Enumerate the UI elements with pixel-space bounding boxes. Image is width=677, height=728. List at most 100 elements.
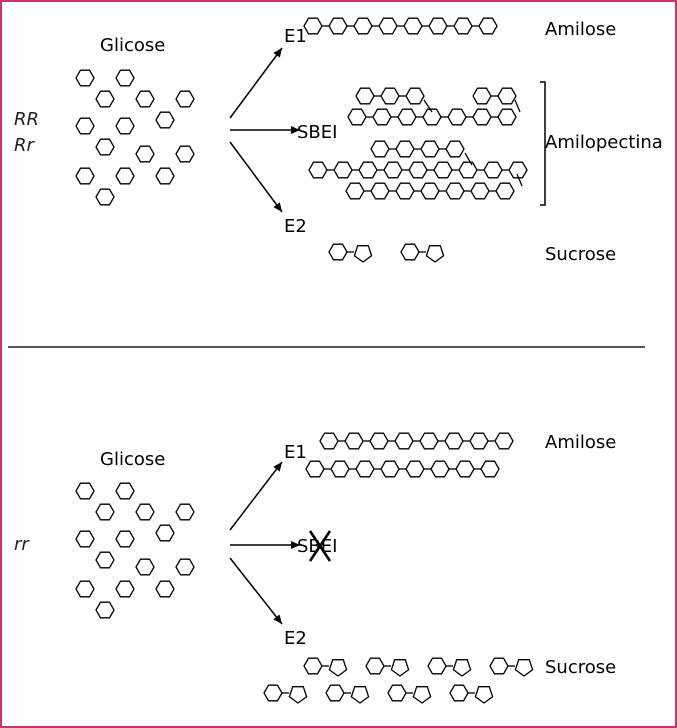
top-amylose-chain-unit [353, 17, 373, 35]
top-sucrose-2-glucose-ring [400, 243, 420, 261]
top-enzyme-e2: E2 [284, 216, 307, 237]
free-glucose-hexagon [75, 117, 95, 135]
free-glucose-hexagon [175, 558, 195, 576]
top-amylose-chain-unit [403, 17, 423, 35]
top-arrow-e2 [229, 141, 283, 213]
bottom-arrow-e1-head [273, 462, 282, 472]
bottom-panel: Glicose rr E1 SBEI E2 Amilose Sucrose [14, 432, 616, 678]
bottom-amylose-chain-1-unit [319, 432, 339, 450]
amylopectin-row2-unit [397, 108, 417, 126]
bottom-amylose-chain-2-unit [355, 460, 375, 478]
branch-bond [464, 152, 473, 166]
bottom-amylose-chain-2-unit [430, 460, 450, 478]
amylopectin-row5-unit [420, 182, 440, 200]
top-amylose-chain-unit [478, 17, 498, 35]
bottom-sucrose-row1-1-glucose-ring [303, 657, 323, 675]
bottom-amylose-chain-2-unit [305, 460, 325, 478]
bottom-amylose-chain-2-unit [480, 460, 500, 478]
amylopectin-row3a-unit [445, 140, 465, 158]
amylopectin-row4-unit [483, 161, 503, 179]
branch-bond [516, 173, 523, 187]
bottom-arrow-e2 [229, 557, 283, 625]
top-arrow-e1 [229, 47, 283, 119]
bottom-sucrose-row2-4-glucose-ring [449, 684, 469, 702]
bottom-sucrose-row2-2-glucose-ring [325, 684, 345, 702]
amylopectin-row4-unit [458, 161, 478, 179]
free-glucose-hexagon [155, 167, 175, 185]
top-sucrose-1-glucose-ring [328, 243, 348, 261]
molecule-marks [75, 17, 534, 704]
bottom-sucrose-row1-1-fructose-ring [328, 659, 348, 677]
top-amylose-chain-unit [303, 17, 323, 35]
bottom-product-sucrose: Sucrose [545, 657, 616, 678]
bottom-amylose-chain-1-unit [494, 432, 514, 450]
free-glucose-hexagon [155, 580, 175, 598]
free-glucose-hexagon [75, 482, 95, 500]
amylopectin-row3a-unit [370, 140, 390, 158]
amylopectin-row2-unit [347, 108, 367, 126]
bottom-enzyme-sbe: SBEI [297, 536, 337, 557]
bottom-substrate-label: Glicose [100, 449, 165, 470]
amylopectin-row2-unit [447, 108, 467, 126]
amylopectin-row4-unit [358, 161, 378, 179]
bottom-enzyme-e2: E2 [284, 628, 307, 649]
free-glucose-hexagon [95, 188, 115, 206]
amylopectin-bracket [540, 81, 546, 206]
bottom-amylose-chain-1-unit [444, 432, 464, 450]
top-product-amylose: Amilose [545, 19, 616, 40]
bottom-arrow-sbe-head [291, 541, 300, 549]
bottom-enzyme-e1: E1 [284, 442, 307, 463]
bottom-amylose-chain-1-unit [419, 432, 439, 450]
sbe-blocked-cross-icon [308, 530, 332, 562]
free-glucose-hexagon [115, 530, 135, 548]
free-glucose-hexagon [75, 167, 95, 185]
free-glucose-hexagon [95, 90, 115, 108]
free-glucose-hexagon [135, 145, 155, 163]
bottom-sucrose-row2-4-fructose-ring [474, 686, 494, 704]
bottom-amylose-chain-2-unit [405, 460, 425, 478]
free-glucose-hexagon [115, 167, 135, 185]
top-product-amylopectin: Amilopectina [545, 132, 663, 153]
top-amylose-chain-unit [453, 17, 473, 35]
free-glucose-hexagon [155, 524, 175, 542]
amylopectin-row4-unit [308, 161, 328, 179]
amylopectin-row2-unit [497, 108, 517, 126]
top-panel: Glicose RR Rr E1 SBEI E2 Amilose Amilope… [14, 19, 663, 265]
bottom-arrow-e2-head [273, 614, 282, 624]
free-glucose-hexagon [135, 558, 155, 576]
bottom-amylose-chain-2-unit [330, 460, 350, 478]
free-glucose-hexagon [115, 482, 135, 500]
top-arrow-sbe-head [291, 126, 300, 134]
free-glucose-hexagon [135, 503, 155, 521]
free-glucose-hexagon [175, 90, 195, 108]
free-glucose-hexagon [75, 580, 95, 598]
bottom-amylose-chain-1-unit [469, 432, 489, 450]
free-glucose-hexagon [135, 90, 155, 108]
amylopectin-row4-unit [508, 161, 528, 179]
bottom-sucrose-row2-1-glucose-ring [263, 684, 283, 702]
amylopectin-row2-unit [372, 108, 392, 126]
branch-bond [514, 99, 521, 113]
bottom-amylose-chain-2-unit [455, 460, 475, 478]
bottom-amylose-chain-1-unit [394, 432, 414, 450]
amylopectin-row2-unit [472, 108, 492, 126]
top-sucrose-1-fructose-ring [353, 245, 373, 263]
amylopectin-row3a-unit [395, 140, 415, 158]
branch-bond [423, 99, 433, 113]
top-genotype-2: Rr [14, 135, 36, 156]
amylopectin-row1a-unit [405, 87, 425, 105]
amylopectin-row5-unit [470, 182, 490, 200]
bottom-sucrose-row2-3-fructose-ring [412, 686, 432, 704]
bottom-amylose-chain-1-unit [344, 432, 364, 450]
amylopectin-row5-unit [370, 182, 390, 200]
bottom-sucrose-row1-3-glucose-ring [427, 657, 447, 675]
top-arrow-e1-head [273, 48, 282, 58]
amylopectin-row5-unit [445, 182, 465, 200]
top-enzyme-sbe: SBEI [297, 122, 337, 143]
bottom-sucrose-row1-4-fructose-ring [514, 659, 534, 677]
bottom-sucrose-row2-1-fructose-ring [288, 686, 308, 704]
amylopectin-row1b-unit [497, 87, 517, 105]
top-genotype-1: RR [14, 109, 39, 130]
